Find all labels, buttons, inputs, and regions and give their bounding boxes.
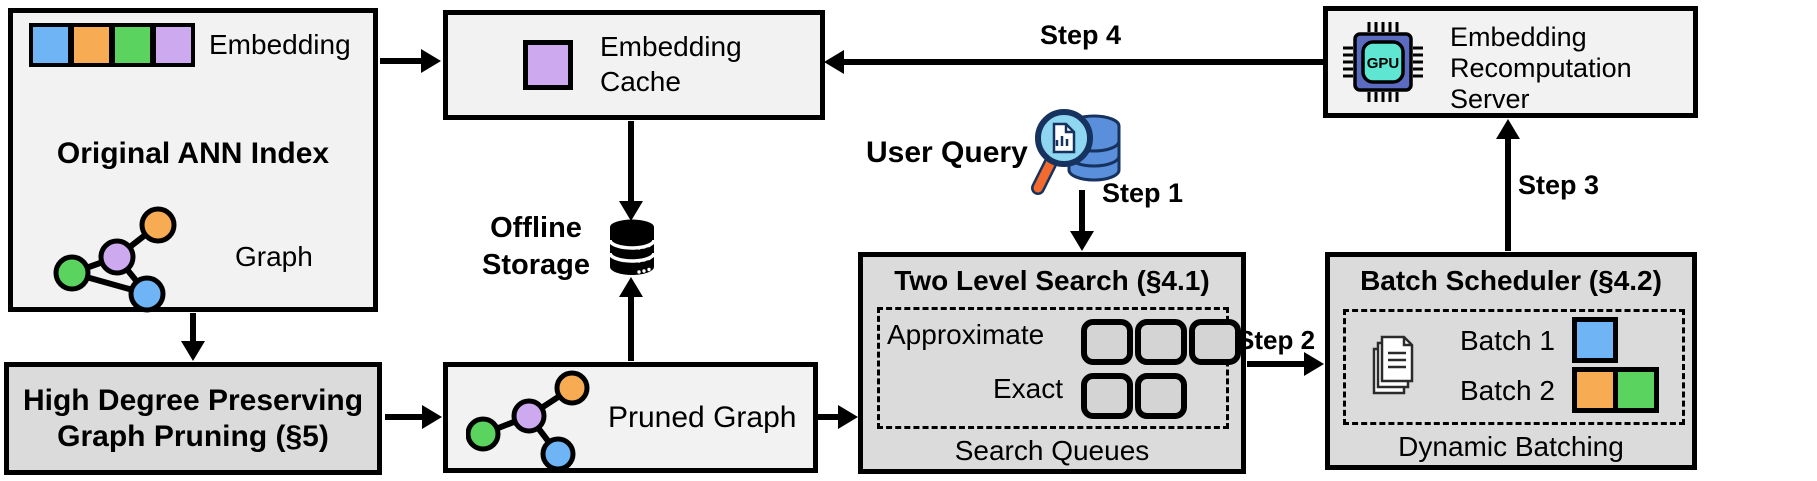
embedding-label: Embedding bbox=[209, 29, 351, 60]
recomputation-server-label: Embedding Recomputation Server bbox=[1450, 22, 1632, 115]
gpu-icon: GPU bbox=[1343, 22, 1423, 102]
search-queues-group bbox=[877, 307, 1229, 429]
label-line: Embedding bbox=[600, 31, 742, 62]
arrow-step1 bbox=[1070, 190, 1094, 251]
arrow-step2 bbox=[1247, 352, 1324, 376]
color-cell bbox=[1081, 319, 1133, 365]
graph-pruning-label: High Degree Preserving Graph Pruning (§5… bbox=[9, 383, 377, 455]
label-line: Storage bbox=[482, 249, 590, 281]
embedding-vector-strip bbox=[29, 23, 195, 67]
label-line: High Degree Preserving bbox=[22, 384, 364, 417]
batch1-label: Batch 1 bbox=[1460, 325, 1555, 356]
arrow-pruned-to-storage bbox=[619, 277, 643, 361]
graph-node-green bbox=[466, 416, 501, 452]
label-line: Offline bbox=[490, 212, 582, 244]
user-query-label: User Query bbox=[866, 136, 1028, 169]
exact-label: Exact bbox=[993, 373, 1064, 404]
arrow-step4 bbox=[824, 50, 1323, 74]
pruned-graph-label: Pruned Graph bbox=[608, 401, 797, 434]
batch1-cells bbox=[1572, 317, 1618, 363]
cached-embedding-cell bbox=[523, 40, 573, 90]
graph-node-orange bbox=[139, 206, 177, 244]
label-line: Embedding bbox=[1450, 22, 1587, 52]
gpu-chip-label: GPU bbox=[1367, 55, 1400, 72]
database-icon bbox=[608, 219, 656, 275]
color-cell bbox=[156, 27, 191, 63]
batch-scheduler-box: Batch Scheduler (§4.2) Batch 1 Batch 2 D… bbox=[1325, 252, 1697, 470]
arrow-step3 bbox=[1496, 119, 1520, 251]
color-cell bbox=[1577, 372, 1613, 408]
offline-storage-label: Offline Storage bbox=[456, 210, 616, 284]
search-queues-label: Search Queues bbox=[954, 435, 1150, 466]
embedding-cache-box: Embedding Cache bbox=[443, 10, 825, 120]
graph-label: Graph bbox=[235, 241, 313, 272]
graph-pruning-box: High Degree Preserving Graph Pruning (§5… bbox=[4, 362, 382, 475]
color-cell bbox=[1618, 372, 1654, 408]
recomputation-server-box: GPU Embedding Recomputation Server bbox=[1323, 6, 1698, 118]
color-cell bbox=[1135, 319, 1187, 365]
label-line: Server bbox=[1450, 84, 1530, 114]
two-level-search-title: Two Level Search (§4.1) bbox=[894, 265, 1210, 296]
user-query-icon bbox=[1031, 109, 1121, 195]
arrow-pruned-to-search bbox=[818, 405, 858, 429]
step1-label: Step 1 bbox=[1102, 178, 1184, 208]
color-cell bbox=[1135, 373, 1187, 419]
arrow-pruning-to-pruned bbox=[385, 405, 442, 429]
two-level-search-box: Two Level Search (§4.1) Approximate Exac… bbox=[858, 252, 1246, 474]
graph-node-blue bbox=[128, 275, 166, 313]
approximate-label: Approximate bbox=[887, 319, 1045, 350]
dynamic-batching-label: Dynamic Batching bbox=[1398, 431, 1624, 462]
documents-icon bbox=[1372, 335, 1414, 395]
original-ann-index-title: Original ANN Index bbox=[56, 137, 330, 170]
approximate-queue-row bbox=[1081, 319, 1241, 365]
label-line: Cache bbox=[600, 66, 681, 97]
ann-graph-icon bbox=[53, 206, 177, 313]
batch2-label: Batch 2 bbox=[1460, 375, 1555, 406]
original-ann-index-box: Embedding Original ANN Index Graph bbox=[8, 8, 378, 313]
graph-node-green bbox=[53, 254, 91, 292]
batch2-cells bbox=[1572, 367, 1659, 413]
dynamic-batching-group bbox=[1343, 309, 1685, 425]
pruned-graph-box: Pruned Graph bbox=[443, 362, 818, 473]
arrow-cache-to-storage bbox=[619, 121, 643, 221]
label-line: Recomputation bbox=[1450, 53, 1632, 83]
color-cell bbox=[74, 27, 109, 63]
graph-node-purple bbox=[98, 238, 136, 276]
color-cell bbox=[115, 27, 150, 63]
color-cell bbox=[1577, 322, 1613, 358]
graph-node-orange bbox=[554, 370, 590, 406]
color-cell bbox=[33, 27, 68, 63]
label-line: Graph Pruning (§5) bbox=[57, 420, 329, 453]
step3-label: Step 3 bbox=[1518, 170, 1600, 200]
arrow-index-to-pruning bbox=[181, 313, 205, 361]
color-cell bbox=[1081, 373, 1133, 419]
color-cell bbox=[1189, 319, 1241, 365]
step2-label: Step 2 bbox=[1237, 325, 1316, 355]
color-cell bbox=[528, 45, 568, 85]
graph-node-blue bbox=[540, 436, 576, 472]
graph-node-purple bbox=[511, 398, 547, 434]
batch-scheduler-title: Batch Scheduler (§4.2) bbox=[1360, 265, 1662, 296]
arrow-index-to-cache bbox=[380, 49, 441, 73]
step4-label: Step 4 bbox=[1040, 20, 1122, 50]
exact-queue-row bbox=[1081, 373, 1187, 419]
pruned-graph-icon bbox=[466, 370, 590, 472]
embedding-cache-label: Embedding Cache bbox=[600, 29, 742, 99]
